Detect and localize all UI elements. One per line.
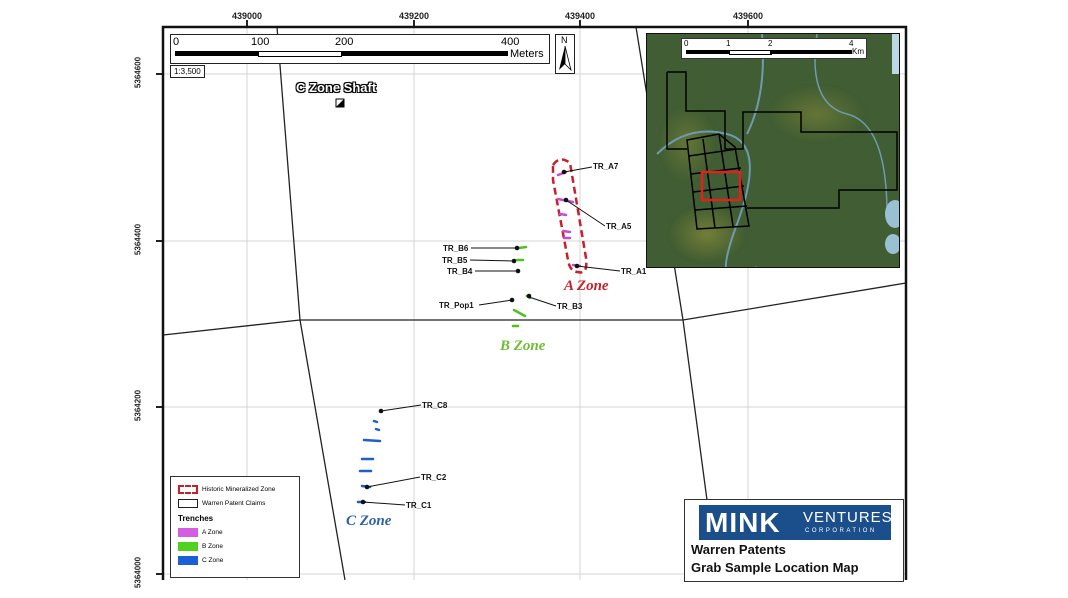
north-label: N	[561, 35, 568, 45]
scale-label: 400	[501, 36, 520, 48]
scale-bar: 0 100 200 400 Meters	[170, 34, 550, 64]
leader-lines	[362, 166, 621, 506]
scale-label: 100	[251, 36, 270, 48]
trench-label: TR_B5	[442, 256, 468, 265]
logo-sub1: VENTURES	[803, 509, 893, 526]
x-tick-label: 439000	[231, 11, 263, 21]
inset-scale-bar: 0 1 2 4 Km	[681, 38, 867, 59]
map-title-line1: Warren Patents	[691, 542, 786, 557]
trench-label: TR_B4	[447, 267, 473, 276]
inset-scale-label: 1	[726, 39, 731, 48]
inset-scale-label: 0	[684, 39, 689, 48]
trench-label: TR_Pop1	[439, 301, 474, 310]
scale-label: 200	[335, 36, 354, 48]
trench-label: TR_C2	[421, 473, 447, 482]
inset-study-area	[700, 170, 742, 202]
c-zone-trenches	[356, 419, 382, 504]
b-zone-label: B Zone	[500, 338, 546, 354]
legend-c-zone: C Zone	[202, 557, 224, 564]
trench-label: TR_C1	[406, 501, 432, 510]
c-zone-shaft-label: C Zone Shaft	[296, 80, 377, 95]
trench-label: TR_B3	[557, 302, 583, 311]
legend-a-zone: A Zone	[202, 529, 223, 536]
legend-b-zone: B Zone	[202, 543, 223, 550]
inset-scale-unit: Km	[852, 47, 864, 56]
inset-map: 0 1 2 4 Km	[646, 33, 900, 268]
trench-label: TR_B6	[443, 244, 469, 253]
a-zone-label: A Zone	[564, 278, 609, 294]
trench-label: TR_A5	[606, 222, 632, 231]
c-zone-label: C Zone	[346, 513, 392, 529]
scale-unit: Meters	[510, 48, 544, 60]
x-tick-label: 439600	[732, 11, 764, 21]
legend-claims: Warren Patent Claims	[202, 500, 266, 507]
inset-imagery	[647, 34, 899, 267]
trench-label: TR_C8	[422, 401, 448, 410]
b-zone-trenches	[511, 245, 532, 328]
sample-points	[360, 169, 580, 505]
map-canvas	[156, 20, 908, 580]
company-logo: MINK VENTURES CORPORATION	[699, 505, 893, 540]
map-frame	[161, 25, 908, 580]
trench-label: TR_A7	[593, 162, 619, 171]
north-arrow: N	[555, 34, 575, 74]
logo-main: MINK	[705, 507, 781, 538]
north-arrow-icon	[559, 46, 572, 71]
x-tick-label: 439400	[564, 11, 596, 21]
inset-scale-label: 2	[768, 39, 773, 48]
legend-trenches-heading: Trenches	[178, 514, 214, 523]
scale-label: 0	[173, 36, 180, 48]
scale-ratio: 1:3,500	[170, 65, 205, 78]
inset-scale-label: 4	[849, 39, 854, 48]
legend: Historic Mineralized Zone Warren Patent …	[170, 476, 300, 578]
trench-label: TR_A1	[621, 267, 647, 276]
legend-historic: Historic Mineralized Zone	[202, 486, 276, 493]
map-title-line2: Grab Sample Location Map	[691, 560, 859, 575]
logo-sub2: CORPORATION	[805, 528, 877, 534]
a-zone-trenches	[556, 170, 582, 268]
x-tick-label: 439200	[398, 11, 430, 21]
historic-mineralized-zone	[551, 158, 588, 274]
title-block: MINK VENTURES CORPORATION Warren Patents…	[684, 499, 904, 582]
